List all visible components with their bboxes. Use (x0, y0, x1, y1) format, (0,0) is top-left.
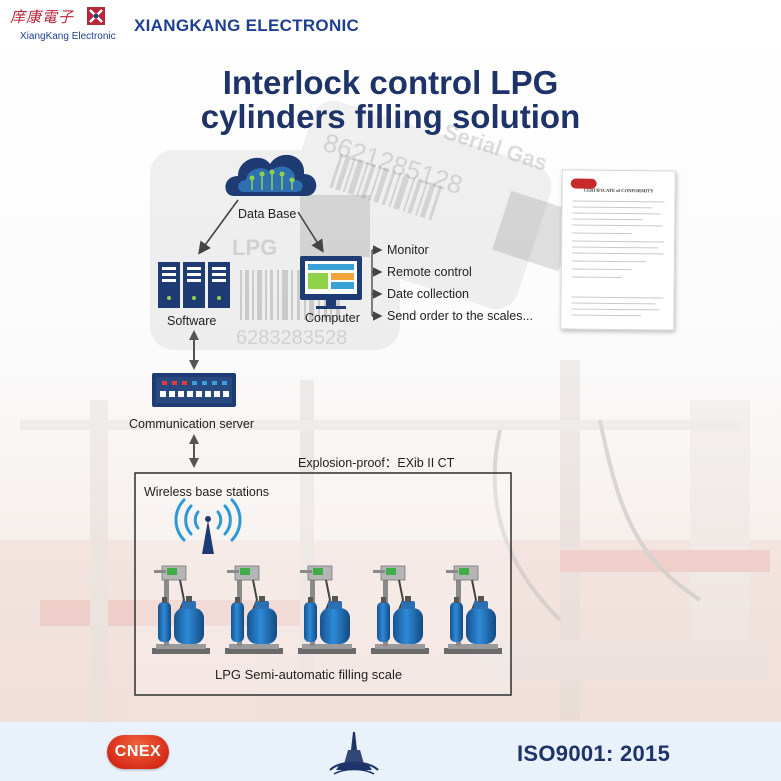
function-remote-control: Remote control (387, 265, 472, 279)
communication-server-label: Communication server (129, 417, 254, 431)
tower-emblem-icon (326, 730, 382, 776)
iso-certification-text: ISO9001: 2015 (517, 741, 670, 767)
function-bracket (372, 250, 380, 316)
server-rack-icon (158, 262, 230, 308)
function-monitor: Monitor (387, 243, 429, 257)
explosion-proof-label: Explosion-proof：EXib II CT (298, 452, 454, 471)
filling-scale-label: LPG Semi-automatic filling scale (215, 667, 402, 682)
wireless-base-stations-label: Wireless base stations (144, 485, 269, 499)
software-label: Software (167, 314, 216, 328)
data-base-label: Data Base (238, 207, 296, 221)
function-send-order: Send order to the scales... (387, 309, 533, 323)
cnex-badge: CNEX (107, 735, 169, 769)
certificate-of-conformity: CERTIFICATE of CONFORMITY (560, 169, 676, 330)
computer-label: Computer (305, 311, 360, 325)
cloud-database-icon (225, 155, 316, 196)
computer-monitor-icon (300, 256, 362, 309)
function-date-collection: Date collection (387, 287, 469, 301)
communication-switch-icon (152, 373, 236, 407)
certificate-title: CERTIFICATE of CONFORMITY (563, 187, 675, 193)
